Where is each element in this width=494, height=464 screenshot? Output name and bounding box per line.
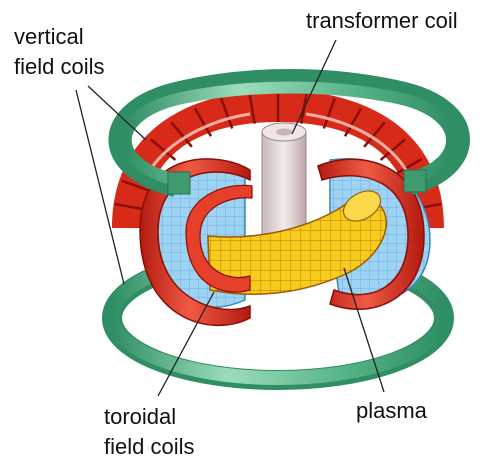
label-vertical-field-coils-line1: vertical <box>14 24 84 50</box>
label-vertical-field-coils-line2: field coils <box>14 54 104 80</box>
label-toroidal-field-coils-line1: toroidal <box>104 404 176 430</box>
label-transformer-coil: transformer coil <box>306 8 458 34</box>
label-plasma: plasma <box>356 398 427 424</box>
label-toroidal-field-coils-line2: field coils <box>104 434 194 460</box>
